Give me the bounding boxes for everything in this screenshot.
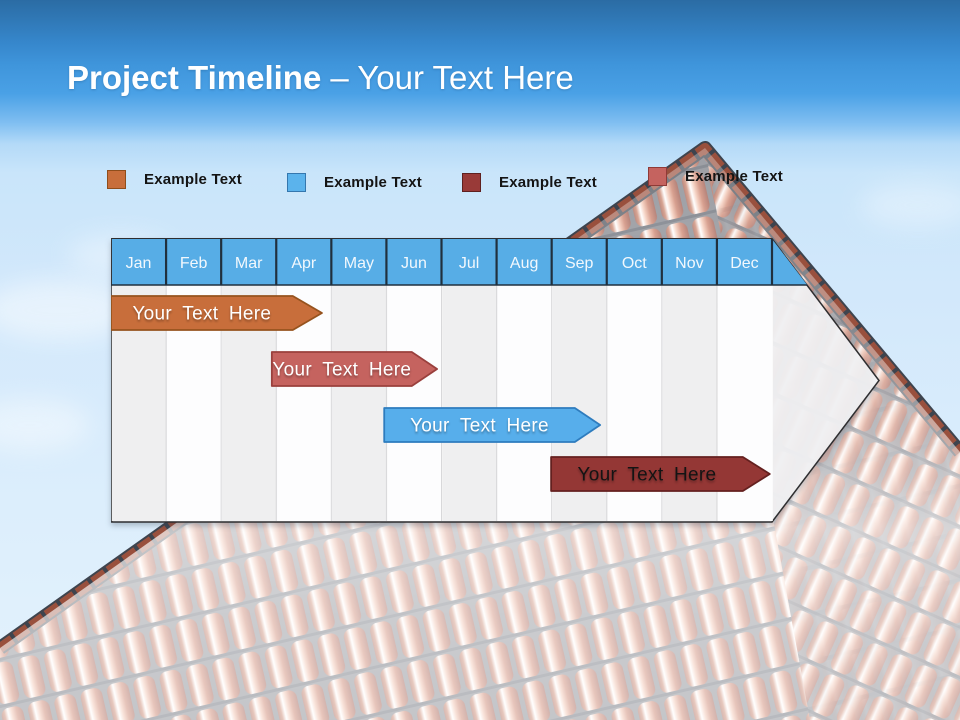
month-header-oct: Oct: [622, 255, 647, 272]
title-main[interactable]: Project Timeline: [67, 59, 322, 96]
gantt-bar-4[interactable]: [550, 456, 771, 492]
legend-item-blue[interactable]: Example Text: [287, 173, 422, 192]
month-header-aug: Aug: [510, 255, 538, 272]
month-header-jun: Jun: [401, 255, 427, 272]
legend-item-darkred[interactable]: Example Text: [462, 173, 597, 192]
gantt-bar-label[interactable]: Your Text Here: [272, 360, 411, 381]
legend-label: Example Text: [685, 168, 783, 185]
gantt-bar-label[interactable]: Your Text Here: [410, 416, 549, 437]
month-header-dec: Dec: [730, 255, 758, 272]
legend-swatch-salmon: [648, 167, 667, 186]
month-header-jul: Jul: [459, 255, 479, 272]
clouds: [0, 183, 960, 451]
gantt-table: Jan Feb Mar Apr May Jun Jul Aug Sep Oct Nov DecYour…: [110, 238, 880, 523]
legend-label: Example Text: [324, 174, 422, 191]
month-header-apr: Apr: [291, 255, 317, 272]
legend-label: Example Text: [499, 174, 597, 191]
gantt-bar-label[interactable]: Your Text Here: [132, 304, 271, 325]
slide-title: Project Timeline– Your Text Here: [67, 58, 574, 98]
legend-swatch-orange: [107, 170, 126, 189]
month-header-jan: Jan: [126, 255, 152, 272]
legend-label: Example Text: [144, 171, 242, 188]
month-column: [497, 285, 553, 521]
month-column: [332, 285, 388, 521]
month-header-mar: Mar: [235, 255, 263, 272]
month-column: [387, 285, 443, 521]
month-column: [442, 285, 498, 521]
gantt-bar-1[interactable]: [110, 295, 323, 331]
month-header-sep: Sep: [565, 255, 594, 272]
title-placeholder[interactable]: – Your Text Here: [330, 59, 574, 96]
legend-swatch-darkred: [462, 173, 481, 192]
gantt-bar-2[interactable]: [270, 351, 438, 387]
gantt-bar-3[interactable]: [383, 407, 602, 443]
month-header-band: [112, 239, 808, 285]
month-header-feb: Feb: [180, 255, 208, 272]
legend-swatch-blue: [287, 173, 306, 192]
month-header-may: May: [344, 255, 374, 272]
legend-item-salmon[interactable]: Example Text: [648, 167, 783, 186]
month-header-nov: Nov: [675, 255, 703, 272]
legend-item-orange[interactable]: Example Text: [107, 170, 242, 189]
gantt-bar-label[interactable]: Your Text Here: [578, 465, 717, 486]
